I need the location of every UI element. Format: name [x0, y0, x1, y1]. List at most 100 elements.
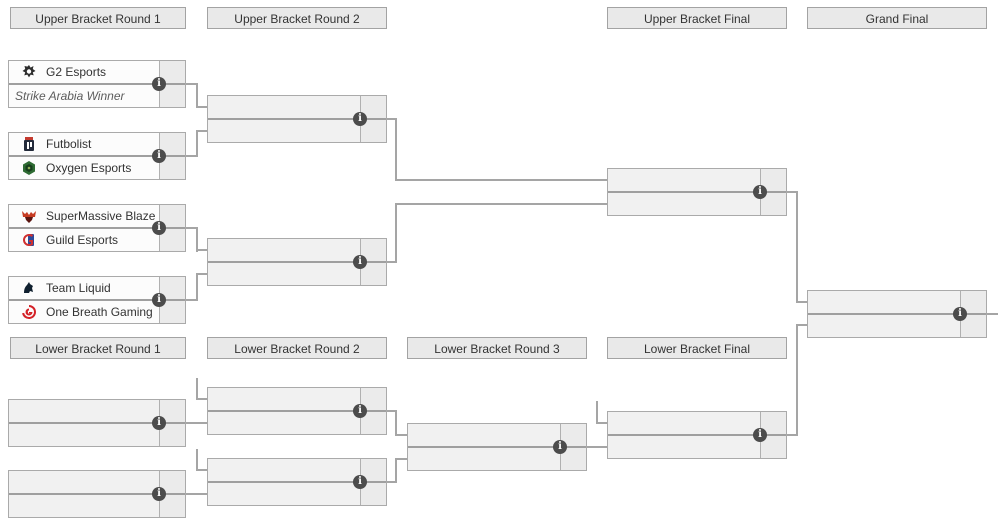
info-icon[interactable]: i [753, 185, 767, 199]
connector [196, 249, 207, 251]
header-lower-bracket-round-1: Lower Bracket Round 1 [10, 337, 186, 359]
info-icon[interactable]: i [953, 307, 967, 321]
connector [196, 83, 198, 108]
info-icon[interactable]: i [353, 475, 367, 489]
score-cell [159, 400, 185, 422]
score-cell [760, 169, 786, 191]
header-lower-bracket-round-3: Lower Bracket Round 3 [407, 337, 587, 359]
team-row[interactable]: One Breath Gaming [9, 301, 185, 323]
connector [787, 191, 798, 193]
connector [186, 493, 207, 495]
team-row [208, 483, 386, 505]
team-row [408, 448, 586, 470]
score-cell [159, 205, 185, 227]
team-row [208, 459, 386, 481]
info-glyph: i [157, 78, 161, 89]
info-icon[interactable]: i [152, 416, 166, 430]
info-icon[interactable]: i [753, 428, 767, 442]
team-row[interactable]: SuperMassive Blaze [9, 205, 185, 227]
team-row[interactable]: Oxygen Esports [9, 157, 185, 179]
team-row[interactable]: G2 Esports [9, 61, 185, 83]
row-divider [808, 313, 986, 315]
match-lb-r1-1: i [8, 399, 186, 447]
info-icon[interactable]: i [152, 221, 166, 235]
score-cell [159, 85, 185, 107]
team-liquid-logo [21, 280, 37, 296]
connector [387, 481, 397, 483]
team-row [9, 424, 185, 446]
score-cell [360, 388, 386, 410]
score-cell [960, 315, 986, 337]
team-row [808, 315, 986, 337]
info-glyph: i [558, 441, 562, 452]
header-upper-bracket-round-2: Upper Bracket Round 2 [207, 7, 387, 29]
team-name: Team Liquid [46, 281, 111, 295]
team-row [9, 495, 185, 517]
info-icon[interactable]: i [553, 440, 567, 454]
team-row [608, 412, 786, 434]
team-name: G2 Esports [46, 65, 107, 79]
row-divider [608, 191, 786, 193]
connector [987, 313, 998, 315]
team-row[interactable]: Strike Arabia Winner [9, 85, 185, 107]
team-row [608, 169, 786, 191]
connector [395, 410, 397, 436]
score-cell [960, 291, 986, 313]
team-row[interactable]: Guild Esports [9, 229, 185, 251]
team-row [208, 120, 386, 142]
team-name-placeholder: Strike Arabia Winner [15, 89, 125, 103]
connector [796, 191, 798, 303]
connector [587, 446, 607, 448]
match-lb-final: i [607, 411, 787, 459]
info-icon[interactable]: i [152, 293, 166, 307]
one-breath-gaming-logo [21, 304, 37, 320]
score-cell [360, 412, 386, 434]
connector [395, 179, 607, 181]
team-row [208, 412, 386, 434]
info-icon[interactable]: i [353, 112, 367, 126]
connector [196, 227, 198, 252]
connector [196, 273, 207, 275]
row-divider [408, 446, 586, 448]
futbolist-logo [21, 136, 37, 152]
connector [395, 203, 607, 205]
match-ub-r1-2: Futbolist Oxygen Esports i [8, 132, 186, 180]
team-row[interactable]: Team Liquid [9, 277, 185, 299]
score-cell [159, 61, 185, 83]
match-ub-r2-1: i [207, 95, 387, 143]
score-cell [159, 424, 185, 446]
guild-esports-logo [21, 232, 37, 248]
score-cell [360, 263, 386, 285]
team-name: Futbolist [46, 137, 92, 151]
connector [196, 106, 207, 108]
info-icon[interactable]: i [152, 77, 166, 91]
connector [387, 410, 397, 412]
match-ub-final: i [607, 168, 787, 216]
score-cell [760, 412, 786, 434]
score-cell [159, 157, 185, 179]
match-lb-r1-2: i [8, 470, 186, 518]
info-icon[interactable]: i [353, 255, 367, 269]
connector [395, 118, 397, 181]
score-cell [360, 120, 386, 142]
header-upper-bracket-round-1: Upper Bracket Round 1 [10, 7, 186, 29]
connector [796, 301, 807, 303]
header-grand-final: Grand Final [807, 7, 987, 29]
connector [186, 227, 198, 229]
row-divider [9, 493, 185, 495]
connector [395, 458, 407, 460]
match-lb-r3: i [407, 423, 587, 471]
connector [186, 422, 207, 424]
score-cell [159, 133, 185, 155]
info-icon[interactable]: i [152, 487, 166, 501]
connector [186, 83, 198, 85]
info-icon[interactable]: i [152, 149, 166, 163]
info-icon[interactable]: i [353, 404, 367, 418]
supermassive-blaze-logo [21, 208, 37, 224]
team-row [208, 96, 386, 118]
team-row [9, 471, 185, 493]
score-cell [159, 495, 185, 517]
connector [196, 469, 207, 471]
team-row[interactable]: Futbolist [9, 133, 185, 155]
row-divider [9, 83, 185, 85]
